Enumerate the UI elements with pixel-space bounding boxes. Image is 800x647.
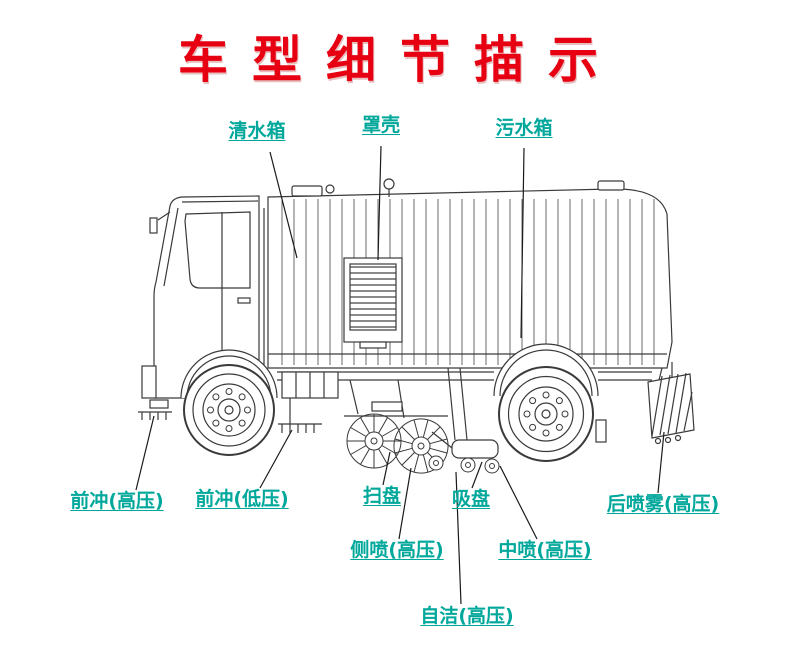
label-suction-disc: 吸盘 <box>451 488 491 510</box>
mud-flap <box>595 419 607 443</box>
label-cover: 罩壳 <box>361 114 401 136</box>
leader-lines <box>135 145 665 605</box>
cover-panel <box>343 257 403 349</box>
rear-wheel-fender-inner <box>499 349 593 397</box>
tank-body <box>263 178 673 369</box>
truck-cab <box>141 195 260 409</box>
label-clean-water-tank: 清水箱 <box>228 120 286 142</box>
rear-spray-unit <box>647 362 695 445</box>
label-sweep-disc: 扫盘 <box>362 485 402 507</box>
label-rear-spray-high: 后喷雾(高压) <box>606 493 720 515</box>
label-front-flush-high: 前冲(高压) <box>70 490 164 512</box>
rear-wheel <box>498 366 594 462</box>
label-sewage-tank: 污水箱 <box>495 117 553 139</box>
label-self-clean-high: 自洁(高压) <box>420 605 514 627</box>
suction-unit <box>431 367 500 474</box>
label-front-flush-low: 前冲(低压) <box>195 488 289 510</box>
label-middle-spray-high: 中喷(高压) <box>498 539 592 561</box>
label-side-spray-high: 侧喷(高压) <box>350 539 444 561</box>
front-flush-high-nozzles <box>138 411 172 420</box>
front-flush-low-nozzles <box>278 398 322 433</box>
chassis <box>277 371 652 399</box>
diagram-title: 车型细节描示 <box>178 31 622 89</box>
front-wheel-arch-inner <box>186 355 272 399</box>
front-wheel <box>183 364 275 456</box>
sweep-brushes <box>344 379 455 480</box>
